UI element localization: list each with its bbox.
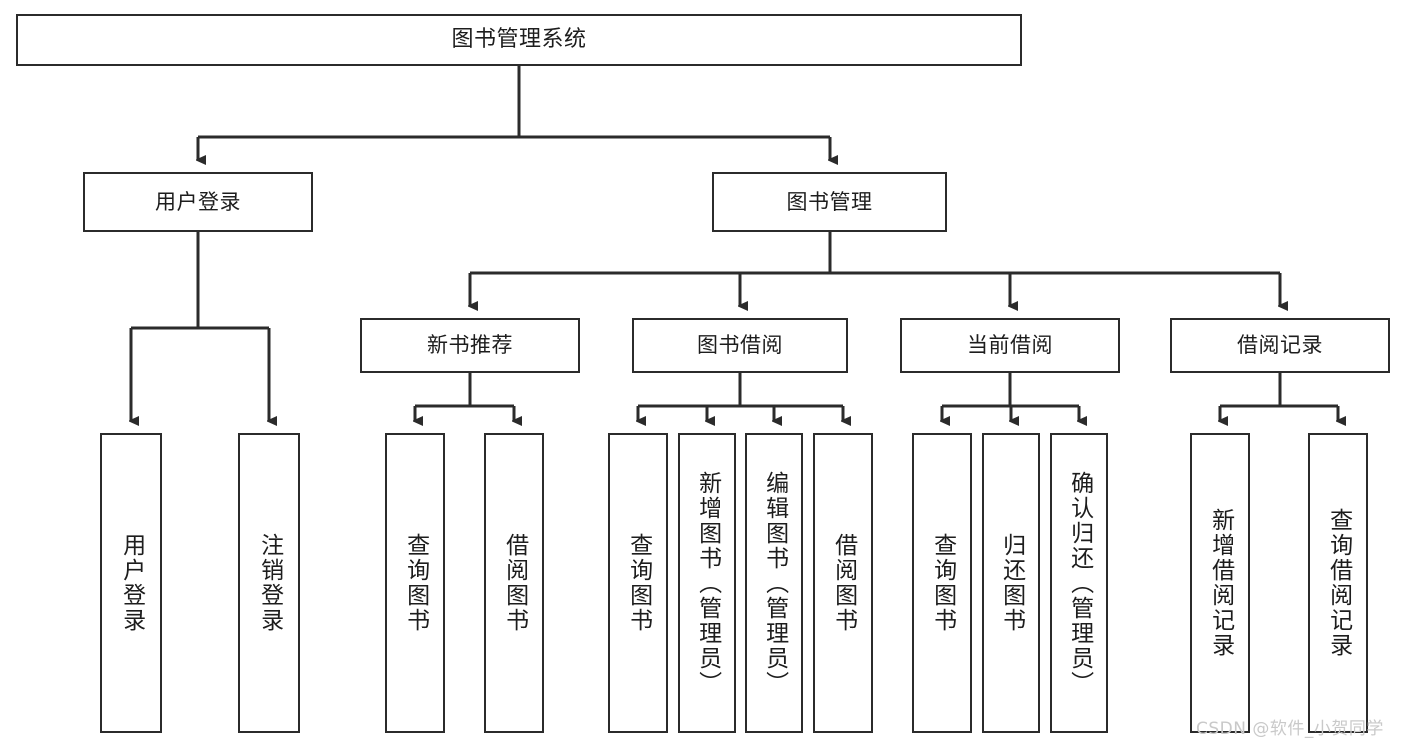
- node-label: 查询图书: [625, 533, 652, 633]
- node-book-management[interactable]: 图书管理: [712, 172, 947, 232]
- node-label: 用户登录: [155, 189, 241, 214]
- node-label: 新增借阅记录: [1207, 508, 1234, 658]
- leaf-node[interactable]: 注销登录: [238, 433, 300, 733]
- leaf-node[interactable]: 查询借阅记录: [1308, 433, 1368, 733]
- node-new-book-recommendation[interactable]: 新书推荐: [360, 318, 580, 373]
- node-label: 查询图书: [929, 533, 956, 633]
- leaf-node[interactable]: 新增图书（管理员）: [678, 433, 736, 733]
- node-label: 图书借阅: [697, 333, 783, 358]
- node-current-borrowing[interactable]: 当前借阅: [900, 318, 1120, 373]
- node-label: 用户登录: [118, 533, 145, 633]
- node-root-book-management-system[interactable]: 图书管理系统: [16, 14, 1022, 66]
- node-label: 图书管理: [786, 189, 873, 214]
- node-book-borrowing[interactable]: 图书借阅: [632, 318, 848, 373]
- leaf-node[interactable]: 归还图书: [982, 433, 1040, 733]
- node-user-login[interactable]: 用户登录: [83, 172, 313, 232]
- node-label: 新书推荐: [427, 333, 513, 358]
- node-label: 查询图书: [402, 533, 429, 633]
- node-label: 借阅记录: [1237, 333, 1323, 358]
- node-label: 图书管理系统: [451, 27, 587, 53]
- leaf-node[interactable]: 用户登录: [100, 433, 162, 733]
- csdn-watermark: CSDN @软件_小贺同学: [1196, 719, 1384, 739]
- leaf-node[interactable]: 确认归还（管理员）: [1050, 433, 1108, 733]
- node-borrowing-records[interactable]: 借阅记录: [1170, 318, 1390, 373]
- leaf-node[interactable]: 查询图书: [608, 433, 668, 733]
- node-label: 查询借阅记录: [1325, 508, 1352, 658]
- leaf-node[interactable]: 借阅图书: [484, 433, 544, 733]
- node-label: 当前借阅: [967, 333, 1053, 358]
- leaf-node[interactable]: 查询图书: [385, 433, 445, 733]
- leaf-node[interactable]: 查询图书: [912, 433, 972, 733]
- leaf-node[interactable]: 借阅图书: [813, 433, 873, 733]
- node-label: 借阅图书: [501, 533, 528, 633]
- node-label: 确认归还（管理员）: [1066, 470, 1093, 696]
- leaf-node[interactable]: 新增借阅记录: [1190, 433, 1250, 733]
- node-label: 新增图书（管理员）: [694, 470, 721, 696]
- leaf-node[interactable]: 编辑图书（管理员）: [745, 433, 803, 733]
- node-label: 归还图书: [998, 533, 1025, 633]
- node-label: 注销登录: [256, 533, 283, 633]
- node-label: 编辑图书（管理员）: [761, 470, 788, 696]
- node-label: 借阅图书: [830, 533, 857, 633]
